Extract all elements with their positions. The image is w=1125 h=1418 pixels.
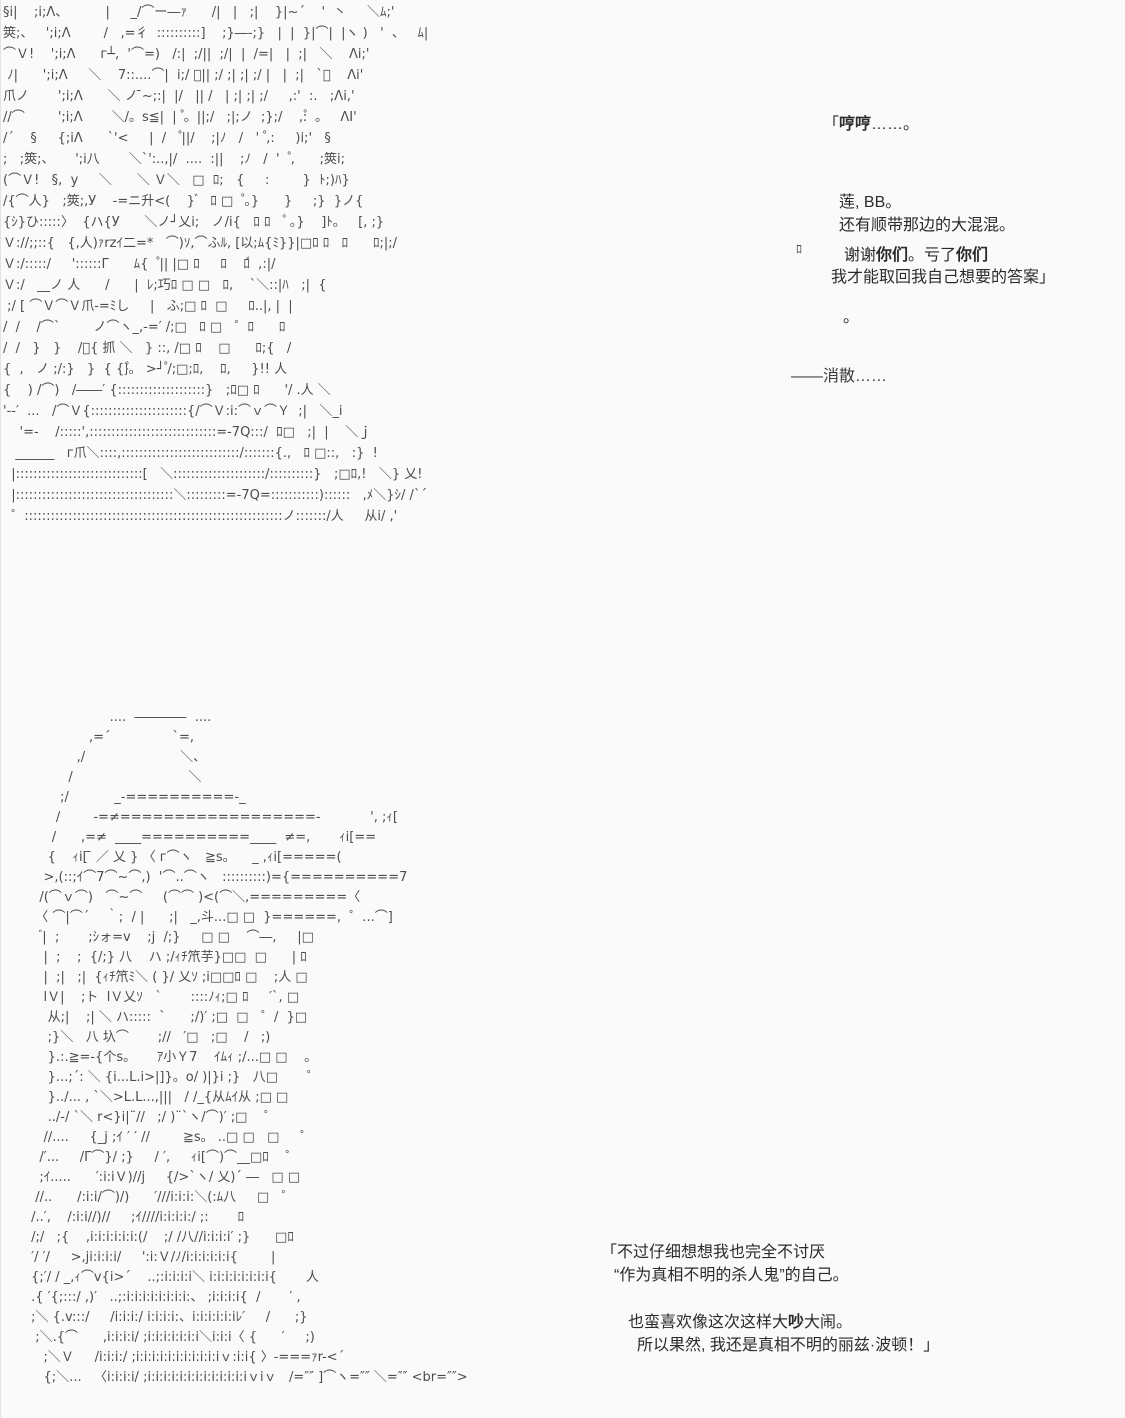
- dialogue-line: 。: [843, 309, 860, 326]
- dialogue-line-dissipate: ——消散……: [791, 368, 888, 385]
- dialogue-line: 谢谢你们。亏了你们: [844, 247, 989, 264]
- dialogue-line: 莲, BB。: [839, 194, 902, 211]
- ascii-art-stray-box: ﾛ: [796, 242, 803, 256]
- dialogue-line: 「哼哼……。: [823, 116, 920, 133]
- ascii-art-figure-top: §i| ;i;Λ、 | _/⌒ー―ｧ /| | ;| }|~´ ' 丶 ＼ﾑ;'…: [3, 5, 429, 524]
- dialogue-line: 我才能取回我自己想要的答案」: [831, 269, 1056, 286]
- dialogue-line: 所以果然, 我还是真相不明的丽兹·波顿！」: [637, 1337, 940, 1354]
- dialogue-line: “作为真相不明的杀人鬼”的自己。: [614, 1267, 849, 1284]
- dialogue-line: 也蛮喜欢像这次这样大吵大闹。: [628, 1314, 853, 1331]
- dialogue-line: 还有顺带那边的大混混。: [839, 217, 1016, 234]
- ascii-art-figure-bottom: .... ―――― .... ,=´ `=, ,/ ＼、 / ＼ ;/ _-==…: [31, 710, 468, 1385]
- dialogue-line: 「不过仔细想想我也完全不讨厌: [601, 1244, 826, 1261]
